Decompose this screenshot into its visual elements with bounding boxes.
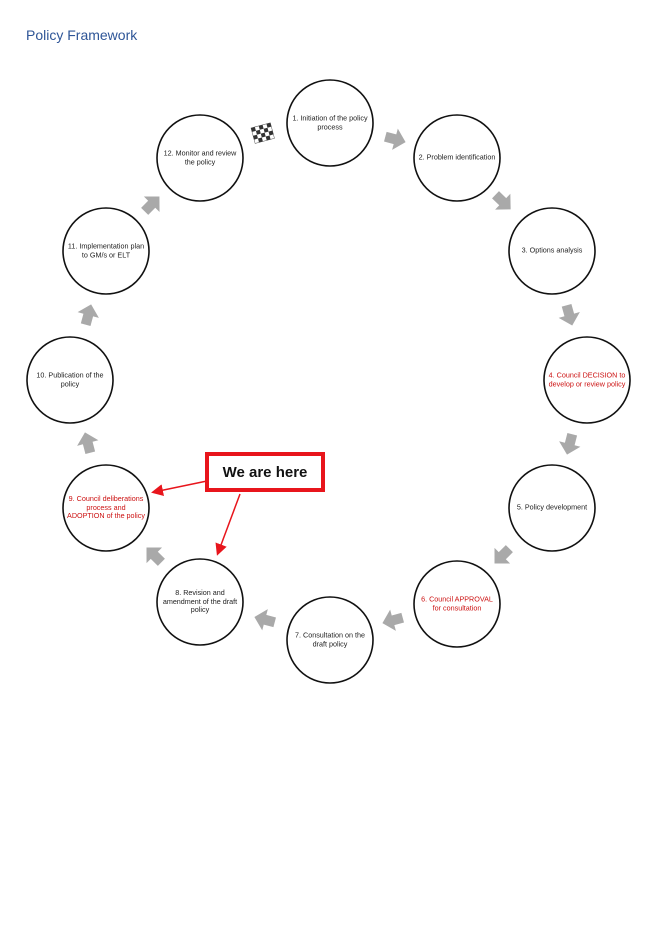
step-label-4: 4. Council DECISION to develop or review…	[548, 370, 626, 388]
step-circle-8	[156, 558, 244, 646]
step-circle-11	[62, 207, 150, 295]
flow-arrow-7	[254, 609, 276, 631]
we-are-here-callout: We are here	[205, 452, 325, 492]
page-title: Policy Framework	[26, 27, 138, 43]
step-label-9: 9. Council deliberations process and ADO…	[67, 494, 145, 521]
step-label-10: 10. Publication of the policy	[36, 370, 104, 388]
step-label-6: 6. Council APPROVAL for consultation	[421, 594, 493, 612]
flow-arrow-9	[77, 432, 99, 454]
step-circle-3	[508, 207, 596, 295]
flow-arrow-8	[146, 547, 165, 566]
step-label-1: 1. Initiation of the policy process	[292, 113, 368, 131]
step-circle-9	[62, 464, 150, 552]
step-label-8: 8. Revision and amendment of the draft p…	[162, 588, 238, 615]
step-label-11: 11. Implementation plan to GM/s or ELT	[67, 241, 145, 259]
step-circle-4	[543, 336, 631, 424]
step-label-3: 3. Options analysis	[521, 245, 583, 255]
checkered-flag-icon	[250, 122, 275, 144]
step-circle-12	[156, 114, 244, 202]
flow-arrow-3	[558, 303, 580, 326]
step-circle-6	[413, 560, 501, 648]
callout-pointer-to-step-8	[215, 493, 241, 556]
step-circle-7	[286, 596, 374, 684]
step-label-7: 7. Consultation on the draft policy	[295, 630, 365, 648]
step-label-12: 12. Monitor and review the policy	[163, 148, 237, 166]
flow-arrow-4	[559, 433, 581, 455]
flow-arrow-10	[77, 304, 99, 326]
flow-arrow-6	[382, 609, 404, 631]
flow-arrow-5	[494, 545, 513, 564]
step-circle-1	[286, 79, 374, 167]
step-label-5: 5. Policy development	[516, 502, 588, 512]
step-label-2: 2. Problem identification	[418, 152, 496, 162]
flow-arrow-2	[492, 191, 511, 210]
step-circle-10	[26, 336, 114, 424]
step-circle-5	[508, 464, 596, 552]
flow-arrow-11	[141, 196, 160, 215]
step-circle-2	[413, 114, 501, 202]
callout-pointer-to-step-9	[151, 480, 208, 497]
flow-arrow-1	[384, 128, 406, 150]
